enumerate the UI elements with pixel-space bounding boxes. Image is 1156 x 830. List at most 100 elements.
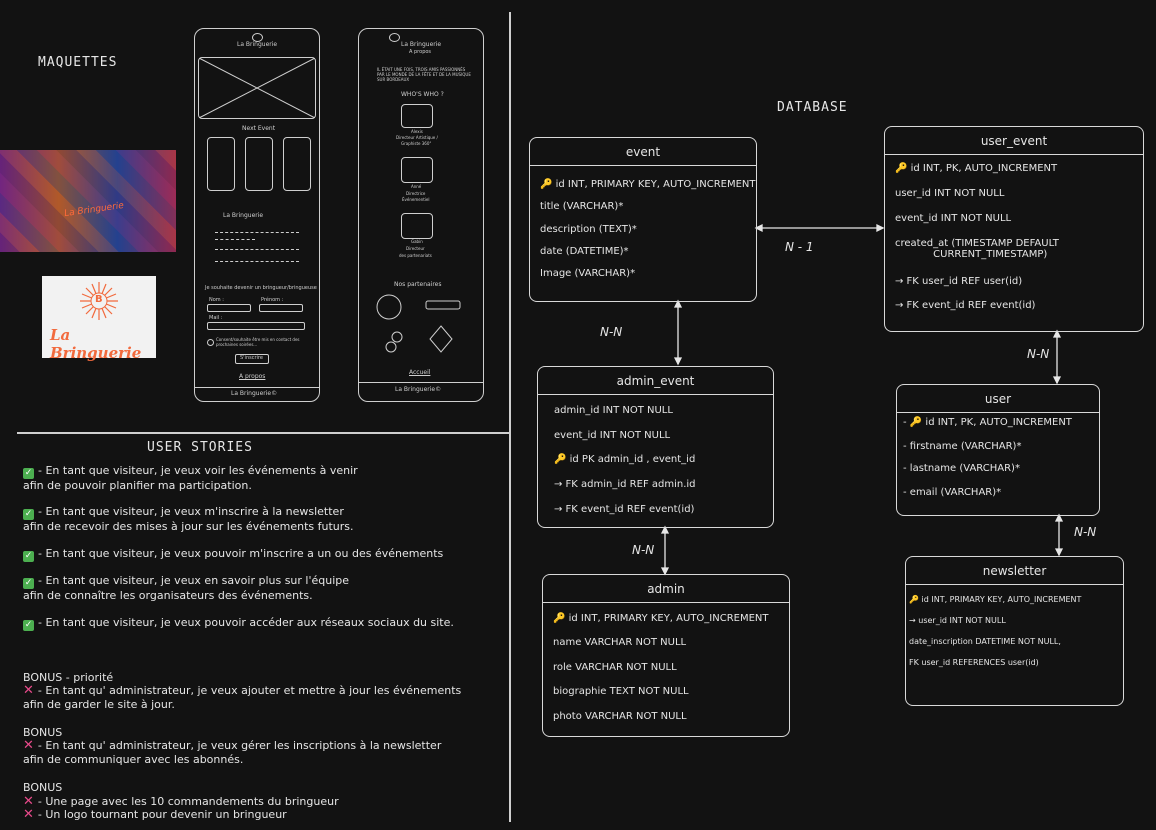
table-title: newsletter (906, 557, 1123, 585)
user-story: ✓ - En tant que visiteur, je veux pouvoir… (23, 616, 454, 631)
table-row: biographie TEXT NOT NULL (553, 686, 689, 697)
table-row: event_id INT NOT NULL (895, 213, 1012, 224)
event-card (207, 137, 235, 191)
table-event: event 🔑 id INT, PRIMARY KEY, AUTO_INCREM… (529, 137, 757, 302)
bonus-story: ✕- Une page avec les 10 commandements du… (23, 795, 339, 809)
user-story-text: - En tant que visiteur, je veux pouvoir … (38, 616, 454, 629)
nom-label: Nom : (209, 297, 224, 303)
team-photo (401, 104, 433, 128)
next-event-label: Next Event (242, 125, 276, 132)
consent-checkbox[interactable] (207, 339, 214, 346)
person1-role2: Graphiste 360° (401, 141, 432, 146)
relation-label: N-N (1027, 347, 1050, 361)
event-photo-collage (0, 150, 176, 252)
user-story: ✓ - En tant que visiteur, je veux pouvoir… (23, 547, 443, 562)
table-row: - email (VARCHAR)* (903, 487, 1002, 498)
checkmark-icon: ✓ (23, 620, 34, 631)
text-placeholder (215, 261, 299, 262)
database-heading: DATABASE (777, 100, 848, 115)
camera-icon (252, 33, 263, 42)
table-row: 🔑 id PK admin_id , event_id (554, 454, 696, 465)
home-link[interactable]: Accueil (409, 369, 431, 376)
user-story-text: - En tant que visiteur, je veux voir les… (23, 464, 358, 492)
table-title: user_event (885, 127, 1143, 155)
partners-title: Nos partenaires (394, 281, 442, 288)
relation-label: N-N (1074, 525, 1097, 539)
event-card (283, 137, 311, 191)
hero-image-placeholder (198, 57, 316, 119)
bonus-story-text: - Un logo tournant pour devenir un bring… (37, 808, 287, 821)
table-newsletter: newsletter 🔑 id INT, PRIMARY KEY, AUTO_I… (905, 556, 1124, 706)
footer-divider (195, 387, 319, 388)
table-admin-event: admin_event admin_id INT NOT NULL event_… (537, 366, 774, 528)
logo-letter: B (95, 294, 103, 305)
table-row: - firstname (VARCHAR)* (903, 441, 1022, 452)
about-mockup: La Bringuerie A propos IL ÉTAIT UNE FOIS… (358, 28, 484, 402)
camera-icon (389, 33, 400, 42)
vertical-divider (509, 12, 511, 822)
logo-text: La Bringuerie (50, 326, 142, 362)
maquettes-heading: MAQUETTES (38, 55, 118, 70)
whos-who-title: WHO'S WHO ? (401, 91, 444, 98)
user-story-text: - En tant que visiteur, je veux pouvoir … (38, 547, 444, 560)
brand-logo: B La Bringuerie (42, 276, 156, 362)
bonus-story-text: - Une page avec les 10 commandements du … (37, 795, 339, 808)
table-row: date (DATETIME)* (540, 246, 629, 257)
table-row: FK user_id REFERENCES user(id) (909, 658, 1039, 667)
bonus-story: ✕- En tant qu' administrateur, je veux g… (23, 739, 441, 767)
bonus-story-text: - En tant qu' administrateur, je veux gé… (23, 739, 442, 766)
bonus-label: BONUS - priorité (23, 671, 114, 684)
subscribe-button[interactable] (235, 354, 269, 364)
nom-field[interactable] (207, 304, 251, 312)
checkmark-icon: ✓ (23, 509, 34, 520)
footer-text: La Bringuerie© (395, 386, 442, 393)
cross-icon: ✕ (23, 807, 34, 822)
footer-divider (359, 382, 483, 383)
checkmark-icon: ✓ (23, 551, 34, 562)
bonus-story: ✕- Un logo tournant pour devenir un brin… (23, 808, 287, 822)
bonus-label: BONUS (23, 726, 63, 739)
team-photo (401, 213, 433, 239)
checkmark-icon: ✓ (23, 468, 34, 479)
table-row: photo VARCHAR NOT NULL (553, 711, 687, 722)
table-title: user (897, 385, 1099, 413)
section-title: La Bringuerie (223, 212, 264, 219)
sun-logo-icon (80, 282, 118, 320)
mockup-brand: La Bringuerie (401, 41, 442, 48)
horizontal-divider (17, 432, 509, 434)
table-row: role VARCHAR NOT NULL (553, 662, 677, 673)
person2-role: Directrice (406, 191, 426, 196)
table-user: user - 🔑 id INT, PK, AUTO_INCREMENT - fi… (896, 384, 1100, 516)
newsletter-prompt: Je souhaite devenir un bringueur/bringue… (205, 285, 317, 291)
table-row: 🔑 id INT, PRIMARY KEY, AUTO_INCREMENT (553, 613, 769, 624)
table-row: 🔑 id INT, PK, AUTO_INCREMENT (895, 163, 1058, 174)
table-row: name VARCHAR NOT NULL (553, 637, 687, 648)
person2-name: Anné (411, 184, 422, 189)
table-row: → FK event_id REF event(id) (554, 504, 695, 515)
mail-field[interactable] (207, 322, 305, 330)
table-row: → FK event_id REF event(id) (895, 300, 1036, 311)
table-row: → FK user_id REF user(id) (895, 276, 1023, 287)
checkmark-icon: ✓ (23, 578, 34, 589)
person3-name: Gabin (411, 239, 423, 244)
table-row: date_inscription DATETIME NOT NULL, (909, 637, 1061, 646)
table-row: title (VARCHAR)* (540, 201, 624, 212)
user-stories-heading: USER STORIES (147, 440, 253, 455)
about-link[interactable]: A propos (239, 373, 266, 380)
cross-icon: ✕ (23, 683, 34, 698)
text-placeholder (215, 239, 255, 240)
text-placeholder (215, 249, 299, 250)
table-title: admin (543, 575, 789, 603)
relation-label: N - 1 (785, 240, 814, 254)
relation-label: N-N (632, 543, 655, 557)
bonus-story: ✕- En tant qu' administrateur, je veux a… (23, 684, 461, 712)
table-row: - 🔑 id INT, PK, AUTO_INCREMENT (903, 417, 1072, 428)
table-row: → FK admin_id REF admin.id (554, 479, 696, 490)
prenom-field[interactable] (259, 304, 303, 312)
user-story: ✓- En tant que visiteur, je veux m'inscr… (23, 505, 353, 534)
partner-logos (376, 294, 461, 353)
user-story: ✓- En tant que visiteur, je veux voir le… (23, 464, 358, 493)
bonus-story-text: - En tant qu' administrateur, je veux aj… (23, 684, 462, 711)
table-row: 🔑 id INT, PRIMARY KEY, AUTO_INCREMENT (909, 595, 1082, 604)
